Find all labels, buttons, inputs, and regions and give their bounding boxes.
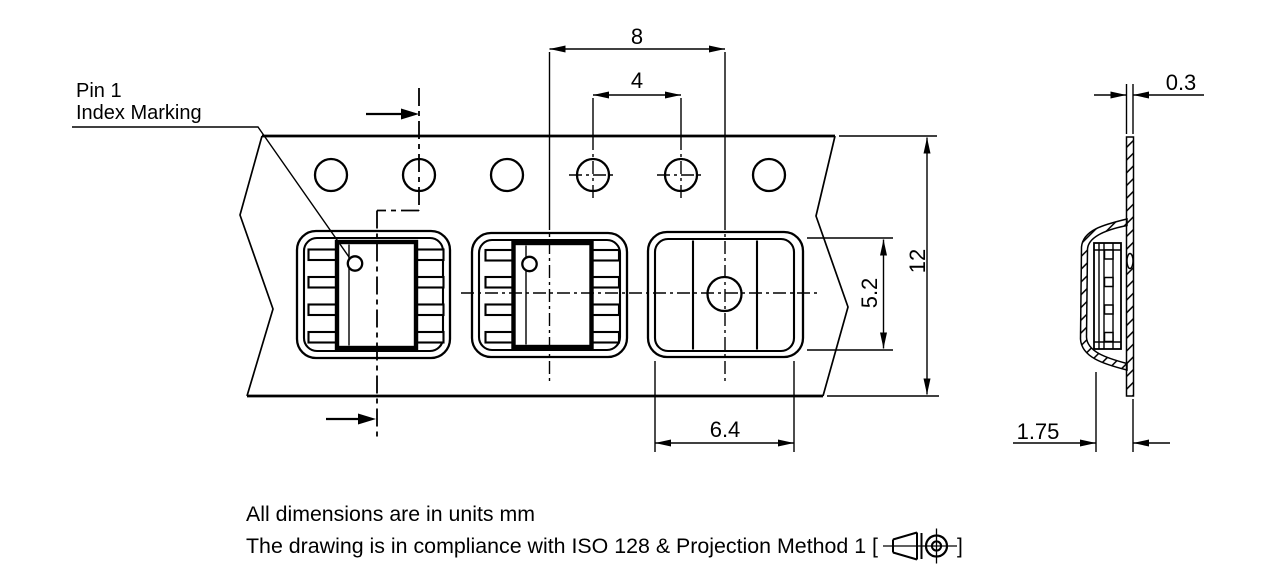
drawing-notes: All dimensions are in units mm The drawi… xyxy=(246,503,963,564)
ic-package-2 xyxy=(484,240,621,350)
sprocket-hole xyxy=(751,157,787,193)
dim-value-tape-thickness: 0.3 xyxy=(1166,70,1197,95)
dim-tape-thickness: 0.3 xyxy=(1094,70,1204,134)
pocket-2 xyxy=(470,231,629,359)
section-cut-line xyxy=(326,88,420,440)
sprocket-hole xyxy=(489,157,525,193)
ic-lead xyxy=(484,275,515,289)
pocket-inner-outline xyxy=(302,236,445,353)
ic-lead xyxy=(590,303,621,317)
ic-lead xyxy=(415,248,445,262)
dim-value-pocket-length: 5.2 xyxy=(857,278,882,309)
pin1-leader-line xyxy=(72,126,350,258)
pin1-callout-line1: Pin 1 xyxy=(76,80,122,102)
side-view: 0.3 1.75 xyxy=(1013,70,1204,452)
tape-right-break-line xyxy=(815,135,849,397)
projection-method-1-icon xyxy=(883,528,957,564)
ic-lead xyxy=(415,303,445,317)
tape-left-break-line xyxy=(239,135,274,397)
sprocket-hole xyxy=(313,157,349,193)
dim-value-hole-edge-distance: 1.75 xyxy=(1017,419,1060,444)
pocket-outer-outline xyxy=(295,229,452,360)
ic-lead xyxy=(590,330,621,344)
dim-value-hole-pitch: 4 xyxy=(631,68,643,93)
pocket-inner-outline xyxy=(653,237,796,353)
ic-lead-section xyxy=(1103,276,1114,288)
ic-lead xyxy=(590,275,621,289)
ic-lead-section xyxy=(1103,249,1114,260)
dim-hole-edge-distance: 1.75 xyxy=(1013,372,1170,452)
dim-pocket-pitch: 8 xyxy=(548,24,726,217)
sprocket-hole-section xyxy=(1126,252,1134,270)
section-arrowhead-bottom xyxy=(358,413,376,425)
pin1-dot xyxy=(346,255,364,272)
ic-lead xyxy=(484,248,515,262)
front-view: Pin 1 Index Marking xyxy=(72,80,849,440)
dim-hole-pitch: 4 xyxy=(592,68,682,137)
symbol-frustum xyxy=(892,531,923,561)
dim-value-pocket-pitch: 8 xyxy=(631,24,643,49)
pin1-callout: Pin 1 Index Marking xyxy=(72,80,350,258)
centerlines xyxy=(461,137,820,381)
pin1-dot xyxy=(521,255,538,273)
ic-lead xyxy=(590,248,621,262)
dim-value-pocket-width: 6.4 xyxy=(710,417,741,442)
ic-lead xyxy=(307,275,338,289)
ic-lead xyxy=(415,275,445,289)
ic-package-section xyxy=(1093,242,1122,350)
ic-lead-section xyxy=(1103,331,1114,343)
dim-pocket-length: 5.2 xyxy=(807,237,893,351)
ic-lead xyxy=(484,330,515,344)
front-view-dimensions: 8 4 12 5.2 6.4 xyxy=(548,24,939,452)
note-units: All dimensions are in units mm xyxy=(246,503,535,526)
ic-lead-section xyxy=(1103,304,1114,315)
pin1-callout-line2: Index Marking xyxy=(76,102,202,124)
dim-pocket-width: 6.4 xyxy=(654,361,795,452)
ic-lead xyxy=(415,330,445,344)
pocket-wall-section xyxy=(1079,218,1128,371)
dim-value-tape-width: 12 xyxy=(905,249,930,273)
note-compliance-close-bracket: ] xyxy=(957,535,963,558)
ic-lead xyxy=(307,330,338,344)
dim-tape-width: 12 xyxy=(827,135,939,397)
ic-lead xyxy=(307,303,338,317)
ic-lead xyxy=(307,248,338,262)
section-arrowhead-top xyxy=(401,108,419,120)
ic-lead xyxy=(484,303,515,317)
note-compliance: The drawing is in compliance with ISO 12… xyxy=(246,535,878,558)
